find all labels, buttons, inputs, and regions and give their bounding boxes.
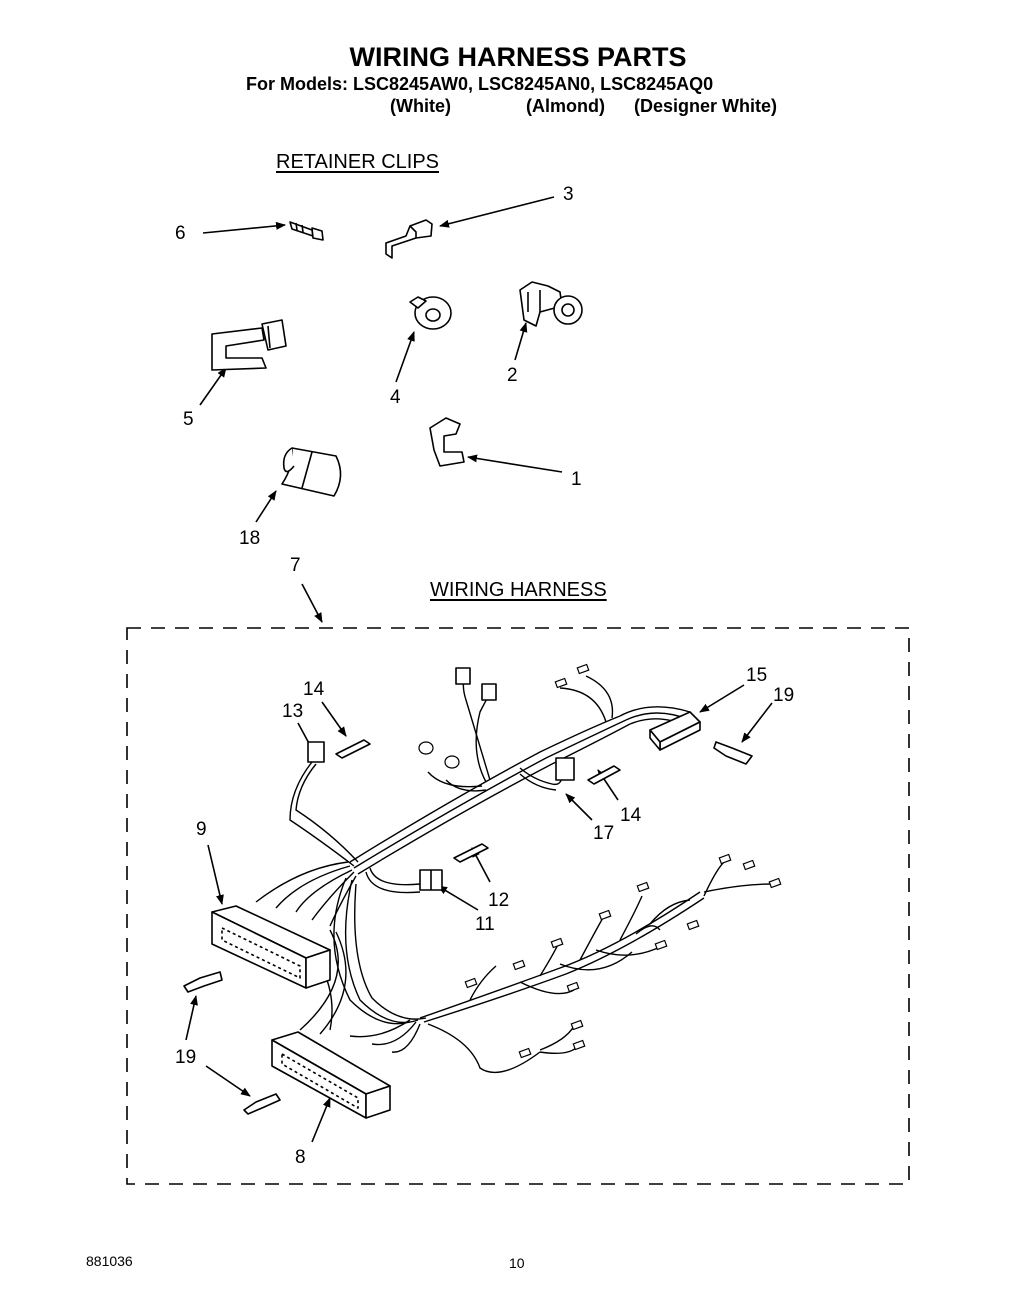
callout-11: 11 xyxy=(475,914,495,935)
retainer-clips-heading: RETAINER CLIPS xyxy=(276,151,439,173)
clip-1 xyxy=(430,418,464,466)
leader-19-left-lower xyxy=(206,1066,251,1096)
clip-4-ring xyxy=(410,297,451,329)
leader-8 xyxy=(312,1097,330,1142)
leader-1 xyxy=(467,454,562,472)
callout-15: 15 xyxy=(746,665,768,686)
wiring-harness-box xyxy=(127,628,909,1184)
callout-12: 12 xyxy=(488,890,510,911)
leader-4 xyxy=(396,331,414,382)
callout-9: 9 xyxy=(196,819,207,840)
loose-terminal-12 xyxy=(454,844,488,862)
callout-14-mid: 14 xyxy=(620,805,642,826)
connector-9 xyxy=(212,906,330,988)
leader-9 xyxy=(208,845,224,905)
clip-3 xyxy=(386,220,432,258)
leader-11 xyxy=(437,886,478,910)
loose-terminal-19-left-upper xyxy=(184,972,222,992)
connector-15 xyxy=(650,712,700,750)
plug-13 xyxy=(308,742,324,762)
callout-8: 8 xyxy=(295,1147,306,1168)
plug-17 xyxy=(556,758,574,780)
connector-8 xyxy=(272,1032,390,1118)
leader-17 xyxy=(565,793,592,820)
callout-19-right: 19 xyxy=(773,685,795,706)
leader-2 xyxy=(515,322,528,360)
page-number: 10 xyxy=(509,1255,525,1271)
clip-6-push-pin xyxy=(290,222,323,240)
callout-7: 7 xyxy=(290,555,301,576)
clip-2 xyxy=(520,282,582,326)
finish-designer-white: (Designer White) xyxy=(634,96,778,116)
callout-1: 1 xyxy=(571,469,582,490)
harness-terminals xyxy=(419,664,781,1057)
callout-17: 17 xyxy=(593,823,615,844)
loose-terminal-19-left-lower xyxy=(244,1094,280,1114)
wiring-harness-heading: WIRING HARNESS xyxy=(430,579,607,601)
leader-7 xyxy=(302,584,322,623)
callout-3: 3 xyxy=(563,184,574,205)
callout-6: 6 xyxy=(175,223,186,244)
leader-5 xyxy=(200,367,226,405)
loose-terminal-14-top xyxy=(336,740,370,758)
leader-18 xyxy=(256,490,276,522)
callout-18: 18 xyxy=(239,528,261,549)
callout-2: 2 xyxy=(507,365,518,386)
clip-5 xyxy=(212,320,286,370)
wiring-harness-7 xyxy=(256,676,772,1072)
leader-19-right xyxy=(742,703,772,743)
callout-13: 13 xyxy=(282,701,304,722)
upper-plugs xyxy=(456,668,496,700)
leader-6 xyxy=(203,221,286,233)
finish-white: (White) xyxy=(390,96,451,116)
finish-almond: (Almond) xyxy=(526,96,605,116)
callout-14-top: 14 xyxy=(303,679,325,700)
models-line: For Models: LSC8245AW0, LSC8245AN0, LSC8… xyxy=(246,74,714,94)
callout-5: 5 xyxy=(183,409,194,430)
plug-11 xyxy=(420,870,442,890)
page-title: WIRING HARNESS PARTS xyxy=(349,42,687,72)
loose-terminal-19-right xyxy=(714,742,752,764)
loose-terminal-14-mid xyxy=(588,766,620,784)
clip-18-sleeve xyxy=(282,448,341,496)
leader-15 xyxy=(699,685,744,712)
leader-14-top xyxy=(322,702,346,737)
callout-4: 4 xyxy=(390,387,401,408)
leader-19-left-upper xyxy=(186,995,198,1040)
leader-3 xyxy=(439,197,554,228)
document-number: 881036 xyxy=(86,1253,133,1269)
callout-19-left: 19 xyxy=(175,1047,197,1068)
